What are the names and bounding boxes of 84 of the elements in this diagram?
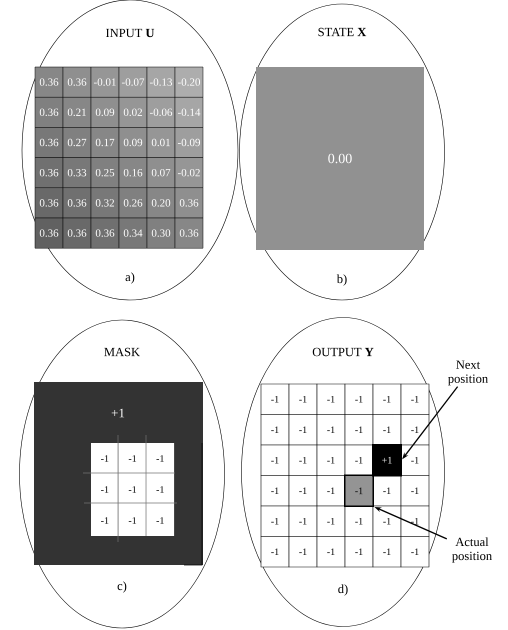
grid-cell: -1: [260, 384, 290, 415]
value-cell: -0.02: [174, 157, 204, 188]
grid-cell: -1: [316, 475, 346, 506]
grid-cell: -1: [400, 506, 430, 537]
grid-cell: -1: [260, 475, 290, 506]
value-cell: 0.09: [118, 127, 148, 158]
grid-cell: -1: [400, 536, 430, 568]
value-cell: 0.36: [34, 218, 64, 248]
value-cell: 0.21: [62, 96, 92, 128]
value-cell: 0.09: [90, 96, 120, 128]
grid-cell: -1: [316, 414, 346, 446]
grid-cell: -1: [260, 506, 290, 537]
value-cell: 0.01: [146, 127, 176, 158]
value-cell: 0.36: [34, 96, 64, 128]
value-cell: 0.36: [174, 188, 204, 218]
value-cell: 0.02: [118, 96, 148, 128]
grid-cell: -1: [344, 444, 374, 476]
value-cell: -0.07: [118, 66, 148, 98]
mask-cell: -1: [91, 443, 119, 474]
value-cell: 0.36: [62, 218, 92, 248]
value-cell: 0.34: [118, 218, 148, 248]
value-cell: 0.36: [34, 188, 64, 218]
value-cell: -0.14: [174, 96, 204, 128]
value-cell: 0.36: [34, 66, 64, 98]
value-cell: 0.36: [174, 218, 204, 248]
grid-cell: -1: [316, 384, 346, 415]
mask-cell: -1: [146, 505, 174, 536]
callout-text: Next position: [448, 360, 488, 386]
grid-cell: -1: [344, 536, 374, 568]
mask-cell: -1: [146, 474, 174, 505]
value-cell: 0.07: [146, 157, 176, 188]
grid-cell: -1: [400, 384, 430, 415]
value-cell: 0.32: [90, 188, 120, 218]
state-square: 0.00: [256, 67, 424, 250]
callout-text: Actual position: [452, 537, 492, 563]
highlighted-cell: +1: [372, 444, 402, 476]
grid-cell: -1: [400, 475, 430, 506]
grid-cell: -1: [344, 414, 374, 446]
value-cell: 0.25: [90, 157, 120, 188]
grid-cell: -1: [288, 475, 318, 506]
value-cell: -0.01: [90, 66, 120, 98]
mask-cell: -1: [118, 474, 146, 505]
value-cell: 0.30: [146, 218, 176, 248]
value-cell: -0.09: [174, 127, 204, 158]
value-cell: 0.36: [90, 218, 120, 248]
value-cell: -0.13: [146, 66, 176, 98]
mask-cell: -1: [146, 443, 174, 474]
grid-cell: -1: [344, 506, 374, 537]
mask-cell: -1: [118, 443, 146, 474]
grid-cell: -1: [400, 414, 430, 446]
value-cell: 0.36: [34, 127, 64, 158]
grid-cell: -1: [372, 475, 402, 506]
grid-cell: -1: [372, 414, 402, 446]
highlighted-cell: -1: [344, 475, 374, 507]
mask-cell: -1: [91, 474, 119, 505]
value-cell: 0.17: [90, 127, 120, 158]
value-cell: 0.33: [62, 157, 92, 188]
grid-cell: -1: [288, 384, 318, 415]
grid-cell: -1: [288, 506, 318, 537]
value-cell: 0.36: [62, 66, 92, 98]
grid-cell: -1: [260, 414, 290, 446]
grid-cell: -1: [372, 384, 402, 415]
value-cell: -0.06: [146, 96, 176, 128]
grid-cell: -1: [372, 506, 402, 537]
grid-cell: -1: [316, 444, 346, 476]
grid-cell: -1: [288, 536, 318, 568]
grid-cell: -1: [316, 506, 346, 537]
value-cell: 0.26: [118, 188, 148, 218]
grid-cell: -1: [372, 536, 402, 568]
mask-cell: -1: [91, 505, 119, 536]
grid-cell: -1: [260, 536, 290, 568]
value-cell: 0.20: [146, 188, 176, 218]
value-cell: 0.16: [118, 157, 148, 188]
value-cell: 0.36: [62, 188, 92, 218]
grid-cell: -1: [316, 536, 346, 568]
value-cell: 0.36: [34, 157, 64, 188]
mask-cell: -1: [118, 505, 146, 536]
value-cell: 0.27: [62, 127, 92, 158]
grid-cell: -1: [400, 444, 430, 476]
grid-cell: -1: [260, 444, 290, 476]
grid-cell: -1: [288, 414, 318, 446]
grid-cell: -1: [344, 384, 374, 415]
grid-cell: -1: [288, 444, 318, 476]
value-cell: -0.20: [174, 66, 204, 98]
